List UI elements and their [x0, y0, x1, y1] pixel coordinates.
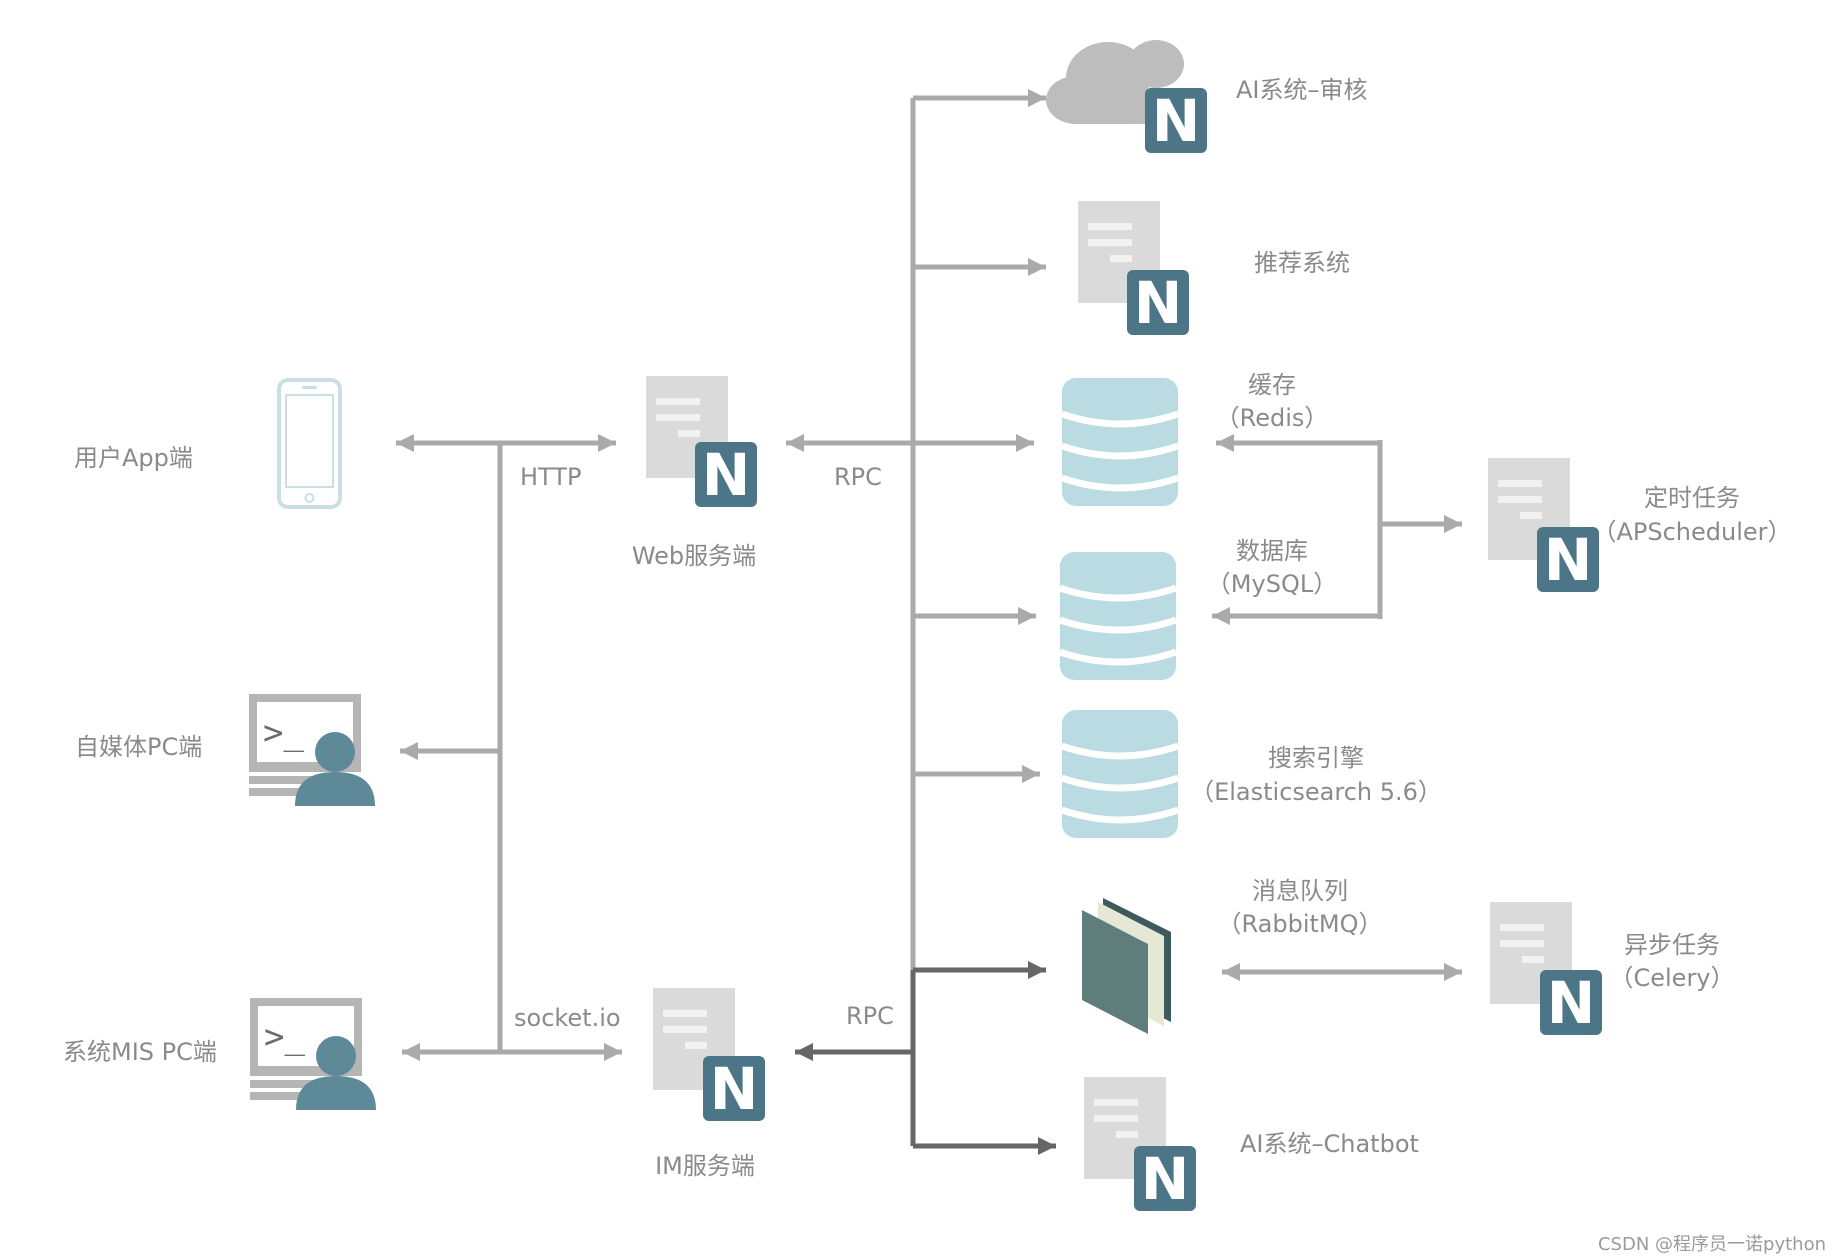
- svg-text:N: N: [1544, 526, 1593, 594]
- es-db-icon: [1062, 710, 1178, 838]
- pc-user-icon-mis: [250, 998, 376, 1110]
- label-async-tech: （Celery）: [1609, 964, 1734, 992]
- mysql-db-icon: [1060, 552, 1176, 680]
- async-task-n-badge-icon: N: [1540, 969, 1602, 1037]
- message-queue-books-icon: [1082, 898, 1171, 1034]
- label-mq-tech: （RabbitMQ）: [1218, 910, 1383, 938]
- label-cache-name: 缓存: [1248, 371, 1296, 399]
- svg-text:N: N: [702, 441, 751, 509]
- label-scheduler-tech: （APScheduler）: [1592, 518, 1791, 546]
- scheduler-n-badge-icon: N: [1537, 526, 1599, 594]
- label-rpc-im: RPC: [846, 1002, 894, 1030]
- label-app-client: 用户App端: [74, 444, 193, 472]
- label-ai-review: AI系统–审核: [1236, 76, 1368, 104]
- label-db-tech: （MySQL）: [1207, 570, 1337, 598]
- label-chatbot: AI系统–Chatbot: [1240, 1130, 1419, 1158]
- im-server-n-badge-icon: N: [703, 1055, 765, 1123]
- label-recommend: 推荐系统: [1254, 249, 1350, 277]
- web-server-n-badge-icon: N: [695, 441, 757, 509]
- label-cache-tech: （Redis）: [1216, 404, 1329, 432]
- svg-text:N: N: [1141, 1145, 1190, 1213]
- label-db-name: 数据库: [1236, 537, 1308, 565]
- label-mis-pc: 系统MIS PC端: [63, 1038, 217, 1066]
- label-http: HTTP: [520, 463, 581, 491]
- svg-text:N: N: [1152, 87, 1201, 155]
- phone-icon: [277, 378, 342, 509]
- label-im-server: IM服务端: [655, 1152, 755, 1180]
- label-search-name: 搜索引擎: [1268, 744, 1364, 772]
- svg-text:N: N: [1134, 269, 1183, 337]
- pc-user-icon-media: [249, 694, 375, 806]
- chatbot-n-badge-icon: N: [1134, 1145, 1196, 1213]
- label-scheduler-name: 定时任务: [1644, 484, 1740, 512]
- watermark: CSDN @程序员一诺python: [1598, 1234, 1826, 1255]
- label-mq-name: 消息队列: [1252, 877, 1348, 905]
- svg-text:N: N: [1547, 969, 1596, 1037]
- label-web-server: Web服务端: [632, 542, 756, 570]
- label-async-name: 异步任务: [1624, 931, 1720, 959]
- recommend-n-badge-icon: N: [1127, 269, 1189, 337]
- label-rpc-web: RPC: [834, 463, 882, 491]
- label-socketio: socket.io: [514, 1004, 621, 1032]
- redis-db-icon: [1062, 378, 1178, 506]
- svg-text:N: N: [710, 1055, 759, 1123]
- label-media-pc: 自媒体PC端: [75, 733, 202, 761]
- label-search-tech: （Elasticsearch 5.6）: [1190, 778, 1442, 806]
- ai-review-n-badge-icon: N: [1145, 87, 1207, 155]
